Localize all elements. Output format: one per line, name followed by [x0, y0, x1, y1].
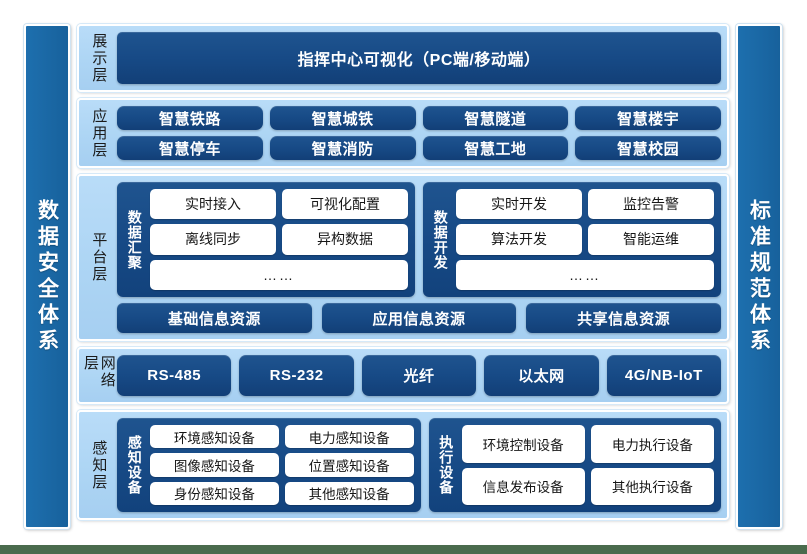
development-item-ellipsis[interactable]: ……: [456, 259, 714, 290]
group-data-development: 数据开发 实时开发 监控告警 算法开发 智能运维: [423, 182, 721, 297]
development-row-2: 算法开发 智能运维: [456, 224, 714, 255]
layer-perception: 感知层 感知设备 环境感知设备 电力感知设备: [77, 410, 729, 520]
aggregation-row-1: 实时接入 可视化配置: [150, 189, 408, 220]
layer-platform-label: 平台层: [85, 182, 111, 333]
application-row-1: 智慧铁路 智慧城铁 智慧隧道 智慧楼宇: [117, 106, 721, 130]
network-item-optical-fiber[interactable]: 光纤: [361, 355, 477, 396]
layer-application-label: 应用层: [85, 106, 111, 160]
layer-presentation: 展示层 指挥中心可视化（PC端/移动端）: [77, 24, 729, 92]
group-data-aggregation-label-text: 数据汇聚: [126, 209, 143, 270]
development-item-intelligent-ops[interactable]: 智能运维: [588, 224, 714, 255]
resource-basic-information[interactable]: 基础信息资源: [117, 303, 312, 333]
sensing-row-1: 环境感知设备 电力感知设备: [150, 425, 414, 449]
layer-platform-label-text: 平台层: [90, 232, 108, 283]
layer-perception-body: 感知设备 环境感知设备 电力感知设备 图像感知设备 位置感知设备: [117, 418, 721, 512]
left-pillar-data-security: 数据安全体系: [24, 24, 70, 529]
group-data-aggregation-label: 数据汇聚: [124, 189, 144, 290]
layer-network-label: 网络层: [82, 355, 116, 396]
network-item-rs485[interactable]: RS-485: [117, 355, 232, 396]
actuating-row-1: 环境控制设备 电力执行设备: [461, 425, 714, 463]
layer-presentation-label: 展示层: [85, 32, 111, 84]
network-items-row: RS-485 RS-232 光纤 以太网 4G/NB-IoT: [117, 355, 722, 396]
sensing-item-identity[interactable]: 身份感知设备: [150, 481, 279, 505]
development-item-realtime-dev[interactable]: 实时开发: [456, 189, 582, 220]
sensing-item-environment[interactable]: 环境感知设备: [150, 425, 279, 449]
sensing-row-2: 图像感知设备 位置感知设备: [150, 453, 414, 477]
app-item-smart-building[interactable]: 智慧楼宇: [575, 106, 721, 130]
command-center-visualization-banner[interactable]: 指挥中心可视化（PC端/移动端）: [117, 32, 721, 84]
development-row-3: ……: [456, 259, 714, 290]
layer-presentation-body: 指挥中心可视化（PC端/移动端）: [117, 32, 721, 84]
left-pillar-label: 数据安全体系: [35, 198, 59, 355]
group-data-development-grid: 实时开发 监控告警 算法开发 智能运维 ……: [456, 189, 714, 290]
actuating-item-power-execution[interactable]: 电力执行设备: [590, 425, 714, 463]
app-item-smart-construction-site[interactable]: 智慧工地: [422, 136, 569, 160]
layer-platform: 平台层 数据汇聚 实时接入 可视化配置: [77, 174, 729, 341]
actuating-item-other[interactable]: 其他执行设备: [590, 467, 714, 505]
app-item-smart-metro[interactable]: 智慧城铁: [269, 106, 416, 130]
aggregation-item-offline-sync[interactable]: 离线同步: [150, 224, 276, 255]
aggregation-item-realtime-ingest[interactable]: 实时接入: [150, 189, 276, 220]
development-row-1: 实时开发 监控告警: [456, 189, 714, 220]
platform-resource-row: 基础信息资源 应用信息资源 共享信息资源: [117, 303, 722, 333]
development-item-monitoring-alarm[interactable]: 监控告警: [588, 189, 714, 220]
group-actuating-devices-label: 执行设备: [436, 425, 456, 505]
resource-application-information[interactable]: 应用信息资源: [321, 303, 517, 333]
actuating-row-2: 信息发布设备 其他执行设备: [461, 467, 714, 505]
layer-network-label-text: 网络层: [82, 355, 116, 389]
layer-stack: 展示层 指挥中心可视化（PC端/移动端） 应用层 智慧铁路 智慧城铁 智慧隧道 …: [77, 24, 729, 529]
layer-application: 应用层 智慧铁路 智慧城铁 智慧隧道 智慧楼宇 智慧停车 智慧消防 智慧工地 智…: [77, 98, 729, 168]
aggregation-row-3: ……: [150, 259, 408, 290]
network-item-rs232[interactable]: RS-232: [239, 355, 354, 396]
app-item-smart-campus[interactable]: 智慧校园: [575, 136, 721, 160]
layer-platform-body: 数据汇聚 实时接入 可视化配置 离线同步 异构数据: [117, 182, 722, 333]
right-pillar-standards: 标准规范体系: [736, 24, 782, 529]
group-sensing-devices-label-text: 感知设备: [126, 435, 143, 495]
app-item-smart-parking[interactable]: 智慧停车: [117, 136, 263, 160]
architecture-diagram: 数据安全体系 展示层 指挥中心可视化（PC端/移动端） 应用层: [24, 24, 782, 529]
layer-application-body: 智慧铁路 智慧城铁 智慧隧道 智慧楼宇 智慧停车 智慧消防 智慧工地 智慧校园: [117, 106, 721, 160]
resource-shared-information[interactable]: 共享信息资源: [526, 303, 722, 333]
sensing-item-power[interactable]: 电力感知设备: [284, 425, 414, 449]
sensing-row-3: 身份感知设备 其他感知设备: [150, 481, 414, 505]
group-sensing-devices: 感知设备 环境感知设备 电力感知设备 图像感知设备 位置感知设备: [117, 418, 421, 512]
aggregation-item-visual-config[interactable]: 可视化配置: [282, 189, 408, 220]
app-item-smart-tunnel[interactable]: 智慧隧道: [422, 106, 569, 130]
application-row-2: 智慧停车 智慧消防 智慧工地 智慧校园: [117, 136, 721, 160]
sensing-item-other[interactable]: 其他感知设备: [284, 481, 414, 505]
right-pillar-label: 标准规范体系: [747, 198, 771, 355]
layer-network: 网络层 RS-485 RS-232 光纤 以太网 4G/NB-IoT: [77, 347, 729, 404]
group-data-aggregation: 数据汇聚 实时接入 可视化配置 离线同步 异构数据: [117, 182, 415, 297]
actuating-item-environment-control[interactable]: 环境控制设备: [461, 425, 585, 463]
sensing-item-location[interactable]: 位置感知设备: [284, 453, 414, 477]
layer-application-label-text: 应用层: [90, 107, 108, 159]
group-data-aggregation-grid: 实时接入 可视化配置 离线同步 异构数据 ……: [150, 189, 408, 290]
aggregation-item-ellipsis[interactable]: ……: [150, 259, 408, 290]
actuating-item-information-release[interactable]: 信息发布设备: [461, 467, 585, 505]
group-actuating-devices-label-text: 执行设备: [438, 435, 455, 495]
platform-groups: 数据汇聚 实时接入 可视化配置 离线同步 异构数据: [117, 182, 721, 297]
group-sensing-devices-label: 感知设备: [124, 425, 144, 505]
layer-perception-label-text: 感知层: [90, 439, 108, 491]
group-data-development-label-text: 数据开发: [432, 209, 449, 270]
layer-perception-label: 感知层: [85, 418, 111, 512]
aggregation-item-heterogeneous-data[interactable]: 异构数据: [282, 224, 408, 255]
group-actuating-devices-grid: 环境控制设备 电力执行设备 信息发布设备 其他执行设备: [461, 425, 714, 505]
group-actuating-devices: 执行设备 环境控制设备 电力执行设备 信息发布设备 其他执行设备: [428, 418, 721, 512]
group-data-development-label: 数据开发: [430, 189, 450, 290]
layer-network-body: RS-485 RS-232 光纤 以太网 4G/NB-IoT: [117, 355, 722, 396]
perception-groups: 感知设备 环境感知设备 电力感知设备 图像感知设备 位置感知设备: [117, 418, 721, 512]
network-item-4g-nbiot[interactable]: 4G/NB-IoT: [606, 355, 722, 396]
layer-presentation-label-text: 展示层: [90, 32, 108, 84]
aggregation-row-2: 离线同步 异构数据: [150, 224, 408, 255]
group-sensing-devices-grid: 环境感知设备 电力感知设备 图像感知设备 位置感知设备 身份感知设备 其他感知设…: [150, 425, 414, 505]
sensing-item-image[interactable]: 图像感知设备: [150, 453, 279, 477]
development-item-algorithm-dev[interactable]: 算法开发: [456, 224, 582, 255]
network-item-ethernet[interactable]: 以太网: [484, 355, 599, 396]
app-item-smart-railway[interactable]: 智慧铁路: [117, 106, 263, 130]
app-item-smart-firefighting[interactable]: 智慧消防: [269, 136, 416, 160]
